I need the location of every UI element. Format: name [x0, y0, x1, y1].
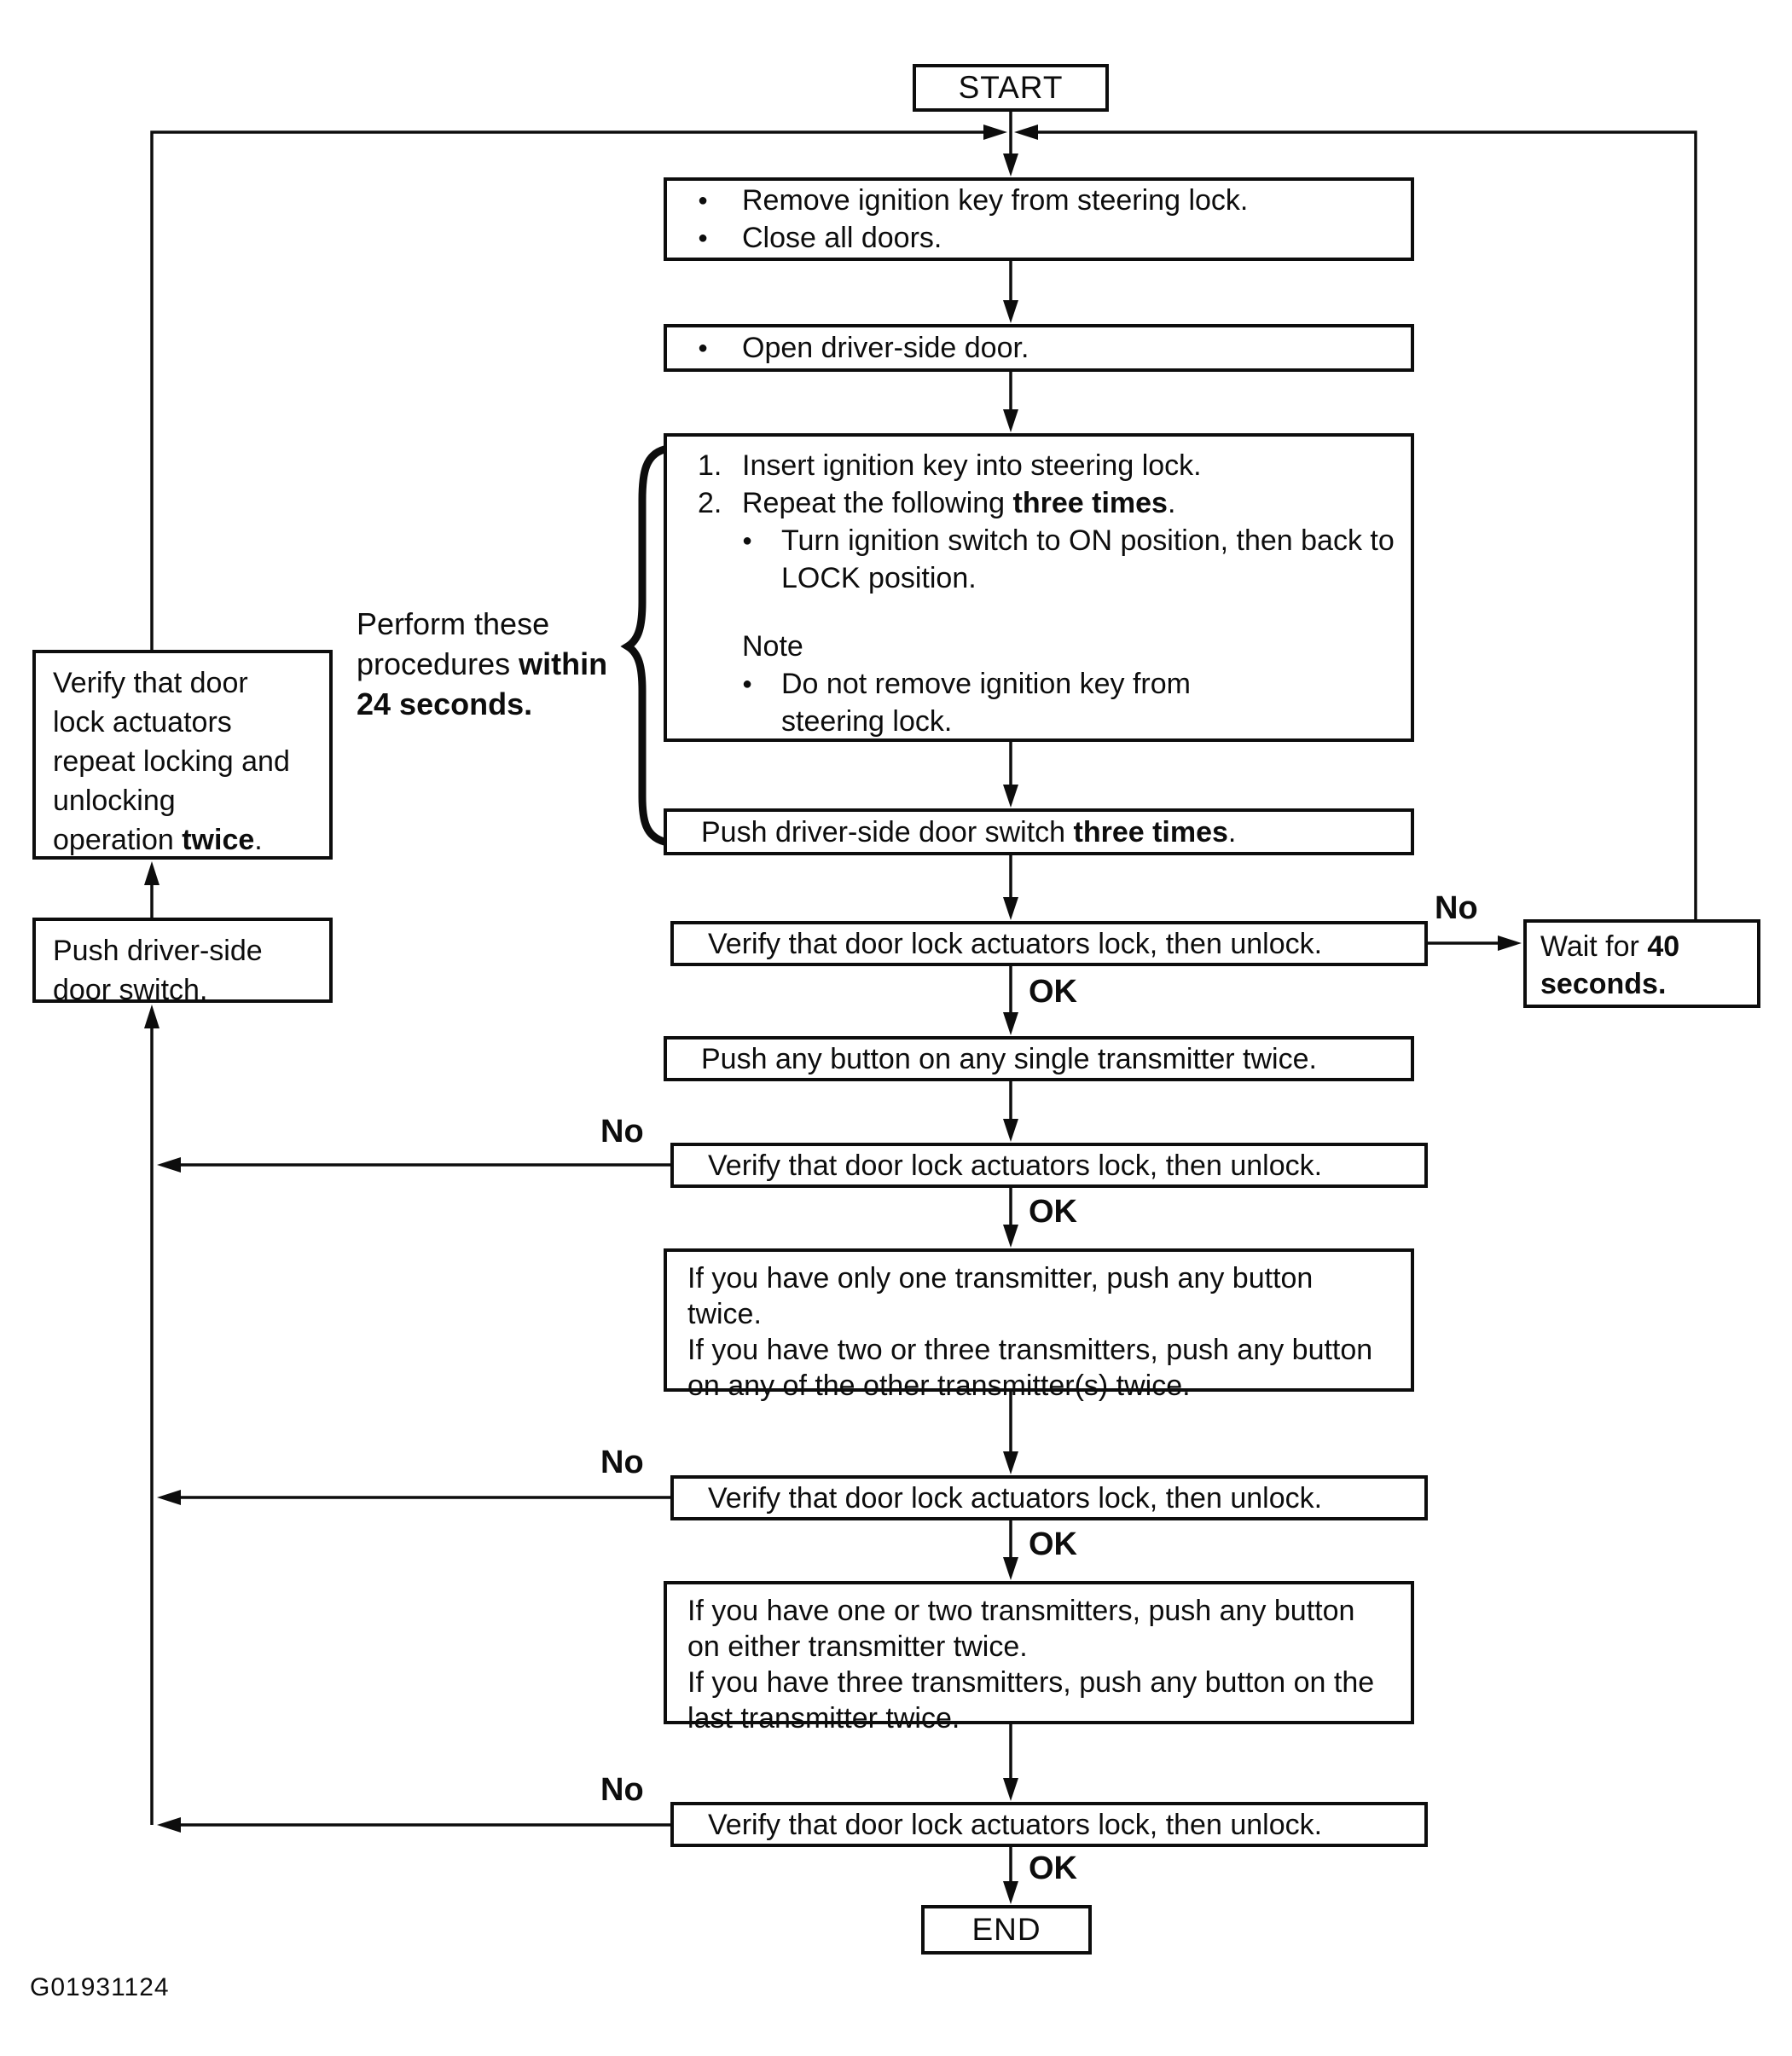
- no-branch-to-wait: [1428, 935, 1522, 951]
- step-text: Turn ignition switch to ON position, the…: [781, 524, 1395, 594]
- bullet-icon: ●: [742, 531, 753, 550]
- ok-label-3: OK: [1029, 1526, 1077, 1562]
- no-collector-line: [144, 1005, 670, 1833]
- wait-40-seconds-box: Wait for 40 seconds.: [1523, 919, 1760, 1008]
- no-label-wait: No: [1435, 890, 1478, 926]
- left-push-switch-box: Push driver-side door switch.: [32, 918, 333, 1006]
- note-row: Note: [742, 628, 1395, 665]
- verify-text: Verify that door lock actuators lock, th…: [708, 927, 1323, 960]
- timing-brace: [620, 445, 669, 846]
- end-label: END: [971, 1912, 1041, 1947]
- timing-note-line: 24 seconds.: [357, 686, 533, 721]
- step-text: Insert ignition key into steering lock.: [742, 449, 1202, 482]
- main-flow-arrows: [1003, 112, 1018, 1904]
- verify-actuators-box-1: Verify that door lock actuators lock, th…: [670, 921, 1428, 966]
- verify-actuators-box-2: Verify that door lock actuators lock, th…: [670, 1143, 1428, 1188]
- bullet-row: ● Do not remove ignition key from steeri…: [742, 665, 1395, 740]
- second-transmitter-box: If you have only one transmitter, push a…: [664, 1248, 1414, 1402]
- verify-repeat-text: Verify that door lock actuators repeat l…: [53, 667, 290, 856]
- number-marker: 1.: [698, 449, 722, 482]
- figure-code: G01931124: [30, 1973, 170, 2001]
- start-node: START: [913, 64, 1109, 112]
- numbered-row: 1. Insert ignition key into steering loc…: [698, 447, 1395, 484]
- step-text: Push driver-side door switch three times…: [701, 815, 1237, 848]
- bullet-row: ● Turn ignition switch to ON position, t…: [742, 522, 1395, 597]
- timing-note: Perform these procedures within 24 secon…: [357, 604, 607, 724]
- restart-loop-left: [150, 125, 1007, 650]
- start-label: START: [958, 70, 1064, 105]
- bullet-icon: ●: [742, 675, 753, 693]
- bullet-icon: ●: [698, 191, 709, 210]
- no-label-2: No: [600, 1114, 644, 1150]
- push-door-switch-3x-box: Push driver-side door switch three times…: [664, 808, 1414, 855]
- numbered-row: 2. Repeat the following three times.: [698, 484, 1395, 522]
- step-text: Repeat the following three times.: [742, 487, 1176, 519]
- push-any-transmitter-box: Push any button on any single transmitte…: [664, 1036, 1414, 1081]
- ok-label-4: OK: [1029, 1850, 1077, 1886]
- prepare-step-box: ● Remove ignition key from steering lock…: [664, 177, 1414, 261]
- verify-text: Verify that door lock actuators lock, th…: [708, 1149, 1323, 1182]
- bullet-row: ● Close all doors.: [698, 219, 1395, 257]
- bullet-icon: ●: [698, 229, 709, 247]
- step-text: If you have only one transmitter, push a…: [687, 1262, 1314, 1330]
- step-text: Push driver-side door switch.: [53, 935, 263, 1006]
- left-column-connector: [144, 861, 159, 918]
- wait-text: Wait for 40 seconds.: [1540, 930, 1680, 1000]
- left-verify-repeat-box: Verify that door lock actuators repeat l…: [32, 650, 333, 860]
- open-door-box: ● Open driver-side door.: [664, 324, 1414, 372]
- verify-text: Verify that door lock actuators lock, th…: [708, 1481, 1323, 1514]
- restart-loop-right: [1014, 125, 1697, 919]
- step-text: Close all doors.: [742, 222, 942, 254]
- no-label-4: No: [600, 1772, 644, 1808]
- step-text: Remove ignition key from steering lock.: [742, 184, 1249, 217]
- bullet-icon: ●: [698, 339, 709, 357]
- key-cycle-box: 1. Insert ignition key into steering loc…: [664, 433, 1414, 742]
- verify-text: Verify that door lock actuators lock, th…: [708, 1808, 1323, 1841]
- verify-actuators-box-4: Verify that door lock actuators lock, th…: [670, 1802, 1428, 1847]
- step-text: If you have three transmitters, push any…: [687, 1666, 1375, 1735]
- ok-label-1: OK: [1029, 974, 1077, 1010]
- number-marker: 2.: [698, 487, 722, 519]
- bullet-row: ● Open driver-side door.: [698, 329, 1395, 367]
- timing-note-line: Perform these: [357, 606, 550, 641]
- step-text: Do not remove ignition key from steering…: [781, 668, 1191, 738]
- bullet-row: ● Remove ignition key from steering lock…: [698, 182, 1395, 219]
- ok-label-2: OK: [1029, 1194, 1077, 1230]
- third-transmitter-box: If you have one or two transmitters, pus…: [664, 1581, 1414, 1735]
- step-text: Push any button on any single transmitte…: [701, 1042, 1317, 1075]
- step-text: If you have two or three transmitters, p…: [687, 1334, 1373, 1402]
- timing-note-line: procedures within: [357, 646, 608, 681]
- verify-actuators-box-3: Verify that door lock actuators lock, th…: [670, 1475, 1428, 1520]
- step-text: If you have one or two transmitters, pus…: [687, 1595, 1355, 1663]
- note-label: Note: [742, 630, 803, 663]
- end-node: END: [921, 1905, 1092, 1955]
- no-label-3: No: [600, 1445, 644, 1480]
- step-text: Open driver-side door.: [742, 332, 1029, 364]
